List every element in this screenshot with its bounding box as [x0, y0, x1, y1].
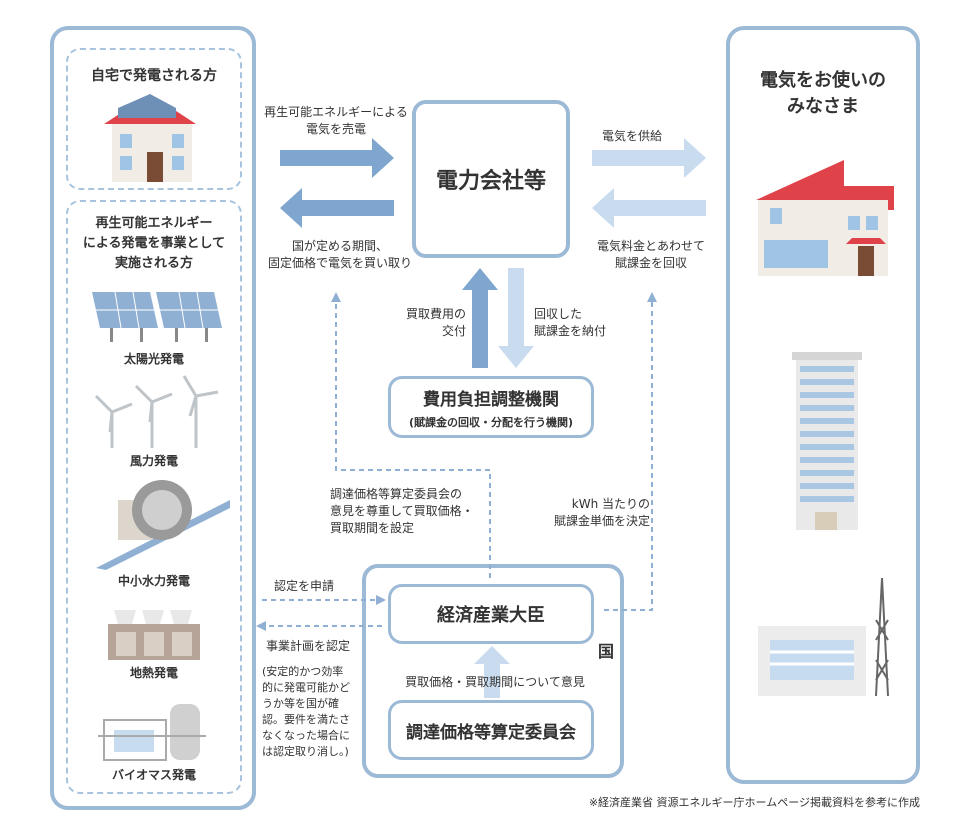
approve-note: (安定的かつ効率 的に発電可能かど うか等を国が確 認。要件を満たさ なくなった…	[262, 665, 350, 758]
power-company-label: 電力会社等	[435, 169, 546, 194]
country-label: 国	[597, 642, 614, 661]
buy-label: 国が定める期間、 固定価格で電気を買い取り	[267, 239, 412, 270]
solar-label: 太陽光発電	[123, 352, 184, 366]
house-icon	[104, 94, 196, 182]
supply-label: 電気を供給	[601, 129, 662, 143]
opinion-arrow-icon	[474, 646, 510, 698]
cost-agency-label: 費用負担調整機関	[423, 389, 559, 410]
office-building-icon	[792, 352, 862, 530]
buy-arrow-icon	[280, 188, 394, 228]
country-panel	[362, 564, 624, 778]
wind-label: 風力発電	[129, 454, 178, 468]
minister-label: 経済産業大臣	[437, 605, 545, 626]
power-company-node: 電力会社等	[412, 100, 570, 258]
hydro-label: 中小水力発電	[117, 574, 190, 588]
approve-label: 事業計画を認定	[266, 639, 351, 653]
cost-agency-sub: (賦課金の回収・分配を行う機関)	[408, 415, 574, 429]
factory-icon	[758, 577, 889, 697]
business-title: 再生可能エネルギー による発電を事業として 実施される方	[82, 216, 226, 271]
committee-opinion-label: 調達価格等算定委員会の 意見を尊重して買取価格・ 買取期間を設定	[330, 487, 474, 535]
committee-node: 調達価格等算定委員会	[388, 700, 594, 760]
unit-price-dashed-line	[604, 296, 653, 611]
self-gen-title: 自宅で発電される方	[91, 68, 217, 84]
left-panel	[50, 26, 256, 810]
minister-node: 経済産業大臣	[388, 584, 594, 644]
collect-arrow-icon	[592, 188, 706, 228]
footnote: ※経済産業省 資源エネルギー庁ホームページ掲載資料を参考に作成	[588, 796, 920, 809]
apply-label: 認定を申請	[274, 579, 335, 593]
consumer-title: 電気をお使いの みなさま	[760, 70, 886, 117]
business-box	[66, 200, 242, 794]
biomass-plant-icon	[98, 704, 206, 761]
right-panel	[726, 26, 920, 784]
water-wheel-icon	[96, 480, 230, 570]
grant-arrow-icon	[462, 268, 498, 368]
self-gen-box	[66, 48, 242, 190]
pay-arrow-icon	[498, 268, 534, 368]
wind-turbine-icon	[94, 375, 219, 448]
setting-dashed-line	[335, 296, 491, 578]
bio-label: バイオマス発電	[111, 768, 196, 782]
geothermal-plant-icon	[108, 610, 200, 660]
unit-price-label: kWh 当たりの 賦課金単価を決定	[553, 497, 650, 528]
consumer-house-icon	[756, 160, 894, 276]
opinion-label: 買取価格・買取期間について意見	[405, 675, 585, 689]
solar-panel-icon	[92, 291, 222, 342]
collect-label: 電気料金とあわせて 賦課金を回収	[596, 239, 705, 270]
cost-agency-node: 費用負担調整機関 (賦課金の回収・分配を行う機関)	[388, 376, 594, 438]
sell-arrow-icon	[280, 138, 394, 178]
committee-label: 調達価格等算定委員会	[406, 722, 576, 743]
geo-label: 地熱発電	[129, 666, 178, 680]
grant-label: 買取費用の 交付	[405, 307, 466, 338]
supply-arrow-icon	[592, 138, 706, 178]
sell-label: 再生可能エネルギーによる 電気を売電	[264, 105, 408, 136]
pay-label: 回収した 賦課金を納付	[534, 307, 607, 338]
